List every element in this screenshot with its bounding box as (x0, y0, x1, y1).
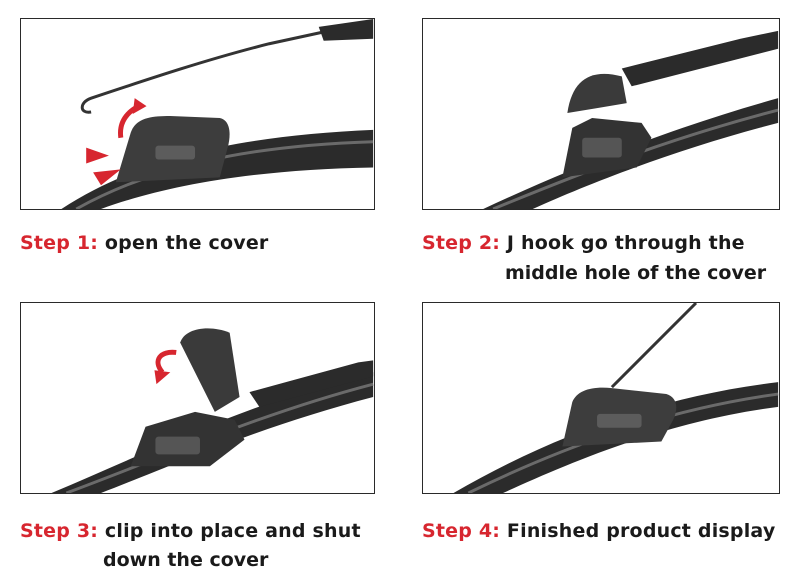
step-3-illustration (51, 328, 374, 493)
step-3-image (20, 302, 375, 494)
step-1-caption: Step 1: open the cover (20, 229, 268, 258)
step-4-image (422, 302, 780, 494)
step-2-image (422, 18, 780, 210)
step-1-illustration (61, 19, 374, 209)
step-2-caption: Step 2: J hook go through the (422, 229, 745, 258)
step-2-text-cont: middle hole of the cover (505, 262, 767, 284)
step-2-label: Step 2: (422, 232, 501, 254)
step-2-text: J hook go through the (506, 232, 745, 254)
arrow-down-curve-icon (155, 349, 177, 374)
push-arrow-icon (86, 147, 109, 164)
step-2-illustration (483, 30, 779, 209)
step-4-caption: Step 4: Finished product display (422, 517, 775, 546)
step-3-caption: Step 3: clip into place and shut (20, 517, 361, 546)
step-3-text: clip into place and shut (104, 520, 361, 542)
step-3-text-cont: down the cover (103, 549, 269, 571)
step-3-label: Step 3: (20, 520, 99, 542)
step-1-text: open the cover (104, 232, 269, 254)
step-1-label: Step 1: (20, 232, 99, 254)
step-1-image (20, 18, 375, 210)
step-4-text: Finished product display (506, 520, 776, 542)
step-4-illustration (453, 303, 779, 493)
step-4-label: Step 4: (422, 520, 501, 542)
